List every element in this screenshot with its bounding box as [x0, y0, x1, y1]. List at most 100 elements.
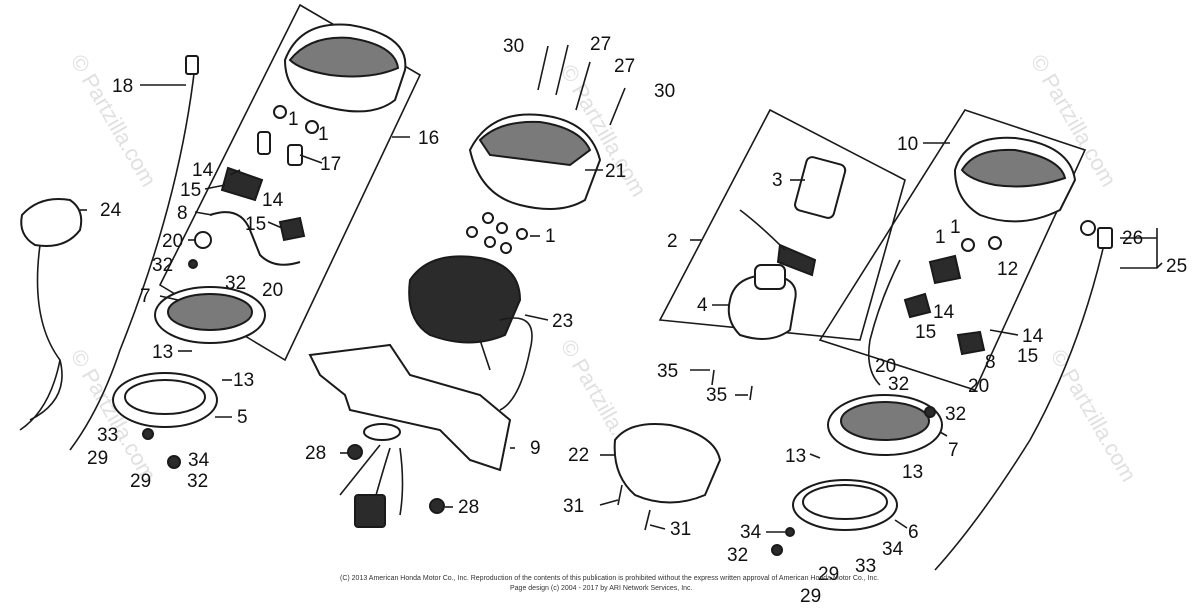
socket-left: [257, 131, 271, 155]
callout-33-a: 33: [97, 425, 118, 446]
callout-5: 5: [237, 407, 248, 428]
callout-3: 3: [772, 170, 783, 191]
callout-1-a: 1: [288, 109, 299, 130]
callout-13-c: 13: [785, 446, 806, 467]
assembly-box-2: [658, 108, 906, 341]
callout-35-a: 35: [657, 361, 678, 382]
speedometer-face: [288, 36, 400, 78]
callout-32-b: 32: [225, 273, 246, 294]
screw-30-b: [609, 87, 626, 126]
callout-14-d: 14: [1022, 326, 1044, 347]
bulb-1: [273, 105, 287, 119]
callout-8-a: 8: [177, 203, 188, 224]
ignition-switch-4: [727, 273, 797, 340]
callout-32-e: 32: [945, 404, 966, 425]
indicator-plate-14: [220, 166, 264, 202]
screw-35-b: [749, 385, 753, 401]
callout-30-a: 30: [503, 36, 524, 57]
callout-7-a: 7: [140, 286, 151, 307]
wiring-r: [867, 259, 901, 386]
connector-block: [354, 494, 386, 528]
key: [776, 243, 817, 277]
grommet-26: [1080, 220, 1096, 236]
callout-6: 6: [908, 522, 919, 543]
center-assembly: [308, 44, 722, 531]
cable-end-25: [1097, 227, 1113, 249]
callout-14-c: 14: [933, 302, 955, 323]
ignition-switch-group: [658, 108, 906, 401]
callout-22: 22: [568, 445, 589, 466]
tachometer-face: [960, 148, 1067, 188]
callout-10: 10: [897, 134, 918, 155]
callout-8-b: 8: [985, 352, 996, 373]
callout-34-b: 34: [740, 522, 762, 543]
assembly-box-10: [818, 109, 1087, 391]
screw-31-a: [617, 484, 623, 506]
callout-15-d: 15: [1017, 346, 1038, 367]
callout-29-d: 29: [800, 586, 821, 607]
nut-32-rb: [771, 544, 783, 556]
indicator-body-23: [408, 255, 522, 344]
callout-29-a: 29: [87, 448, 108, 469]
callout-26: 26: [1122, 228, 1143, 249]
nut-32-r: [924, 406, 936, 418]
callout-20-c: 20: [875, 356, 896, 377]
wiring-harness-8: [209, 211, 301, 266]
callout-28-a: 28: [305, 443, 326, 464]
callout-13-b: 13: [233, 370, 254, 391]
grommet-28-b: [429, 498, 445, 514]
footer-page-design: Page design (c) 2004 - 2017 by ARI Netwo…: [510, 585, 693, 592]
callout-28-b: 28: [458, 497, 479, 518]
harness-23: [479, 317, 533, 411]
callout-27-b: 27: [614, 56, 635, 77]
meter-ring-6-inner: [802, 484, 888, 520]
callout-14-a: 14: [192, 160, 214, 181]
callout-1-d: 1: [950, 217, 961, 238]
nut-34: [167, 455, 181, 469]
grommet-28-a: [347, 444, 363, 460]
callout-32-c: 32: [187, 471, 208, 492]
terminal-33: [142, 428, 154, 440]
watermark-top-left: © Partzilla.com: [66, 50, 162, 191]
left-speedometer-assembly: [19, 3, 422, 469]
callout-34-a: 34: [188, 450, 210, 471]
callout-33-b: 33: [855, 556, 876, 577]
callout-25: 25: [1166, 256, 1187, 277]
meter-case-7-inner: [167, 293, 253, 331]
callout-27-a: 27: [590, 34, 611, 55]
switch-cover-3: [794, 156, 847, 219]
callout-32-d: 32: [888, 374, 909, 395]
screw-30-a: [537, 45, 549, 91]
callout-1-b: 1: [318, 124, 329, 145]
callout-30-b: 30: [654, 81, 675, 102]
callout-16: 16: [418, 128, 439, 149]
callout-labels: 18 1 1 16 17 14 15 14 8 15 20 32 32 20 7…: [87, 34, 1187, 607]
nut-34-r: [785, 527, 795, 537]
switch-cable: [739, 209, 786, 251]
callout-32-a: 32: [152, 255, 173, 276]
meter-cable-18: [69, 64, 196, 451]
socket-15-r: [956, 330, 986, 356]
callout-20-b: 20: [262, 280, 283, 301]
screw-27-b: [575, 61, 591, 111]
callout-2: 2: [667, 231, 678, 252]
screw-31-b: [644, 509, 651, 531]
callout-15-c: 15: [915, 322, 936, 343]
callout-35-b: 35: [706, 385, 727, 406]
callout-29-b: 29: [130, 471, 151, 492]
cable-end-18: [185, 55, 199, 75]
callout-1-e: 1: [935, 227, 946, 248]
lamp-wire-24: [19, 244, 63, 431]
callout-9: 9: [530, 438, 541, 459]
callout-1-c: 1: [545, 226, 556, 247]
socket-12: [928, 254, 962, 285]
callout-14-b: 14: [262, 190, 284, 211]
key-cylinder: [754, 264, 786, 290]
watermark-bottom-right: © Partzilla.com: [1046, 345, 1142, 486]
callout-18: 18: [112, 76, 133, 97]
leader-lines: [80, 84, 1163, 533]
footer-copyright: (C) 2013 American Honda Motor Co., Inc. …: [340, 575, 879, 582]
callout-31-b: 31: [670, 519, 691, 540]
callout-15-b: 15: [245, 214, 266, 235]
